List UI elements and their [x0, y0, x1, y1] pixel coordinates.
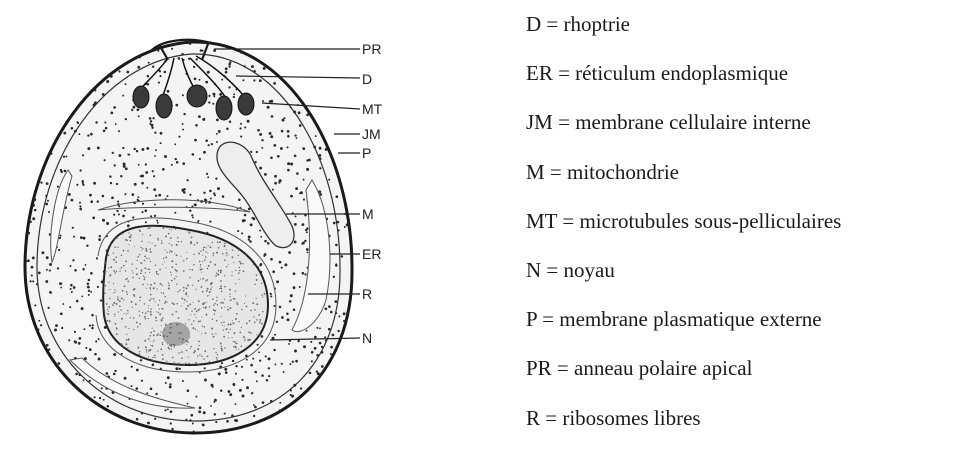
legend-item: D = rhoptrie: [526, 12, 841, 36]
label-MT: MT: [362, 101, 383, 117]
nucleolus: [162, 322, 190, 346]
legend-item: MT = microtubules sous-pelliculaires: [526, 209, 841, 233]
legend-item: PR = anneau polaire apical: [526, 356, 841, 380]
label-PR: PR: [362, 41, 381, 57]
label-ER: ER: [362, 246, 381, 262]
legend-item: N = noyau: [526, 258, 841, 282]
legend: D = rhoptrie ER = réticulum endoplasmiqu…: [526, 12, 841, 455]
legend-item: JM = membrane cellulaire interne: [526, 110, 841, 134]
label-R: R: [362, 286, 372, 302]
legend-item: ER = réticulum endoplasmique: [526, 61, 841, 85]
cell-diagram: PR D MT JM P M ER R N: [0, 0, 520, 450]
legend-item: P = membrane plasmatique externe: [526, 307, 841, 331]
label-D: D: [362, 71, 372, 87]
label-N: N: [362, 330, 372, 346]
label-M: M: [362, 206, 374, 222]
label-P: P: [362, 145, 371, 161]
legend-item: R = ribosomes libres: [526, 406, 841, 430]
legend-item: M = mitochondrie: [526, 160, 841, 184]
label-JM: JM: [362, 126, 381, 142]
